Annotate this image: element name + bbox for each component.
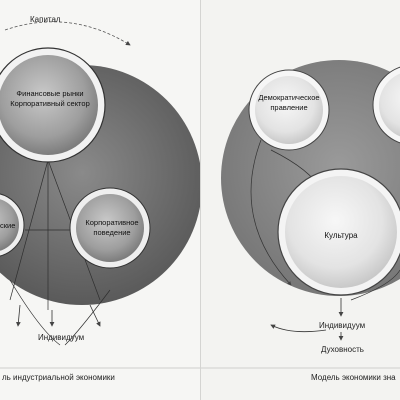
industrial-economy-diagram: Капитал Финансовые рынки Корпоративный с… (0, 15, 200, 382)
democratic-governance-line1: Демократическое (258, 93, 319, 102)
spirituality-label: Духовность (321, 345, 364, 354)
partial-left-label: ские (0, 221, 15, 230)
knowledge-economy-caption: Модель экономики зна (311, 373, 396, 382)
knowledge-economy-diagram: Демократическое правление Культура Индив… (201, 60, 400, 382)
corporate-behavior-circle (76, 194, 144, 262)
democratic-governance-circle (255, 76, 323, 144)
bottom-arrows-right (270, 298, 344, 341)
financial-markets-circle (0, 55, 98, 155)
financial-markets-line1: Финансовые рынки (16, 89, 83, 98)
partial-right-circle (379, 73, 400, 137)
individual-label-right: Индивидуум (319, 321, 365, 330)
panel-divider (200, 0, 201, 400)
capital-arc-arrow (4, 21, 131, 46)
partial-left-circle (0, 199, 19, 251)
bottom-arrows (15, 304, 101, 327)
democratic-governance-line2: правление (270, 103, 307, 112)
financial-markets-line2: Корпоративный сектор (10, 99, 90, 108)
knowledge-economy-panel: Демократическое правление Культура Индив… (201, 0, 400, 400)
corporate-behavior-line2: поведение (93, 228, 130, 237)
culture-circle (285, 176, 397, 288)
culture-label: Культура (324, 231, 358, 240)
industrial-economy-panel: Капитал Финансовые рынки Корпоративный с… (0, 15, 200, 382)
individual-label: Индивидуум (38, 333, 84, 342)
corporate-behavior-line1: Корпоративное (85, 218, 138, 227)
industrial-economy-caption: ль индустриальной экономики (2, 373, 115, 382)
capital-label: Капитал (30, 15, 61, 24)
